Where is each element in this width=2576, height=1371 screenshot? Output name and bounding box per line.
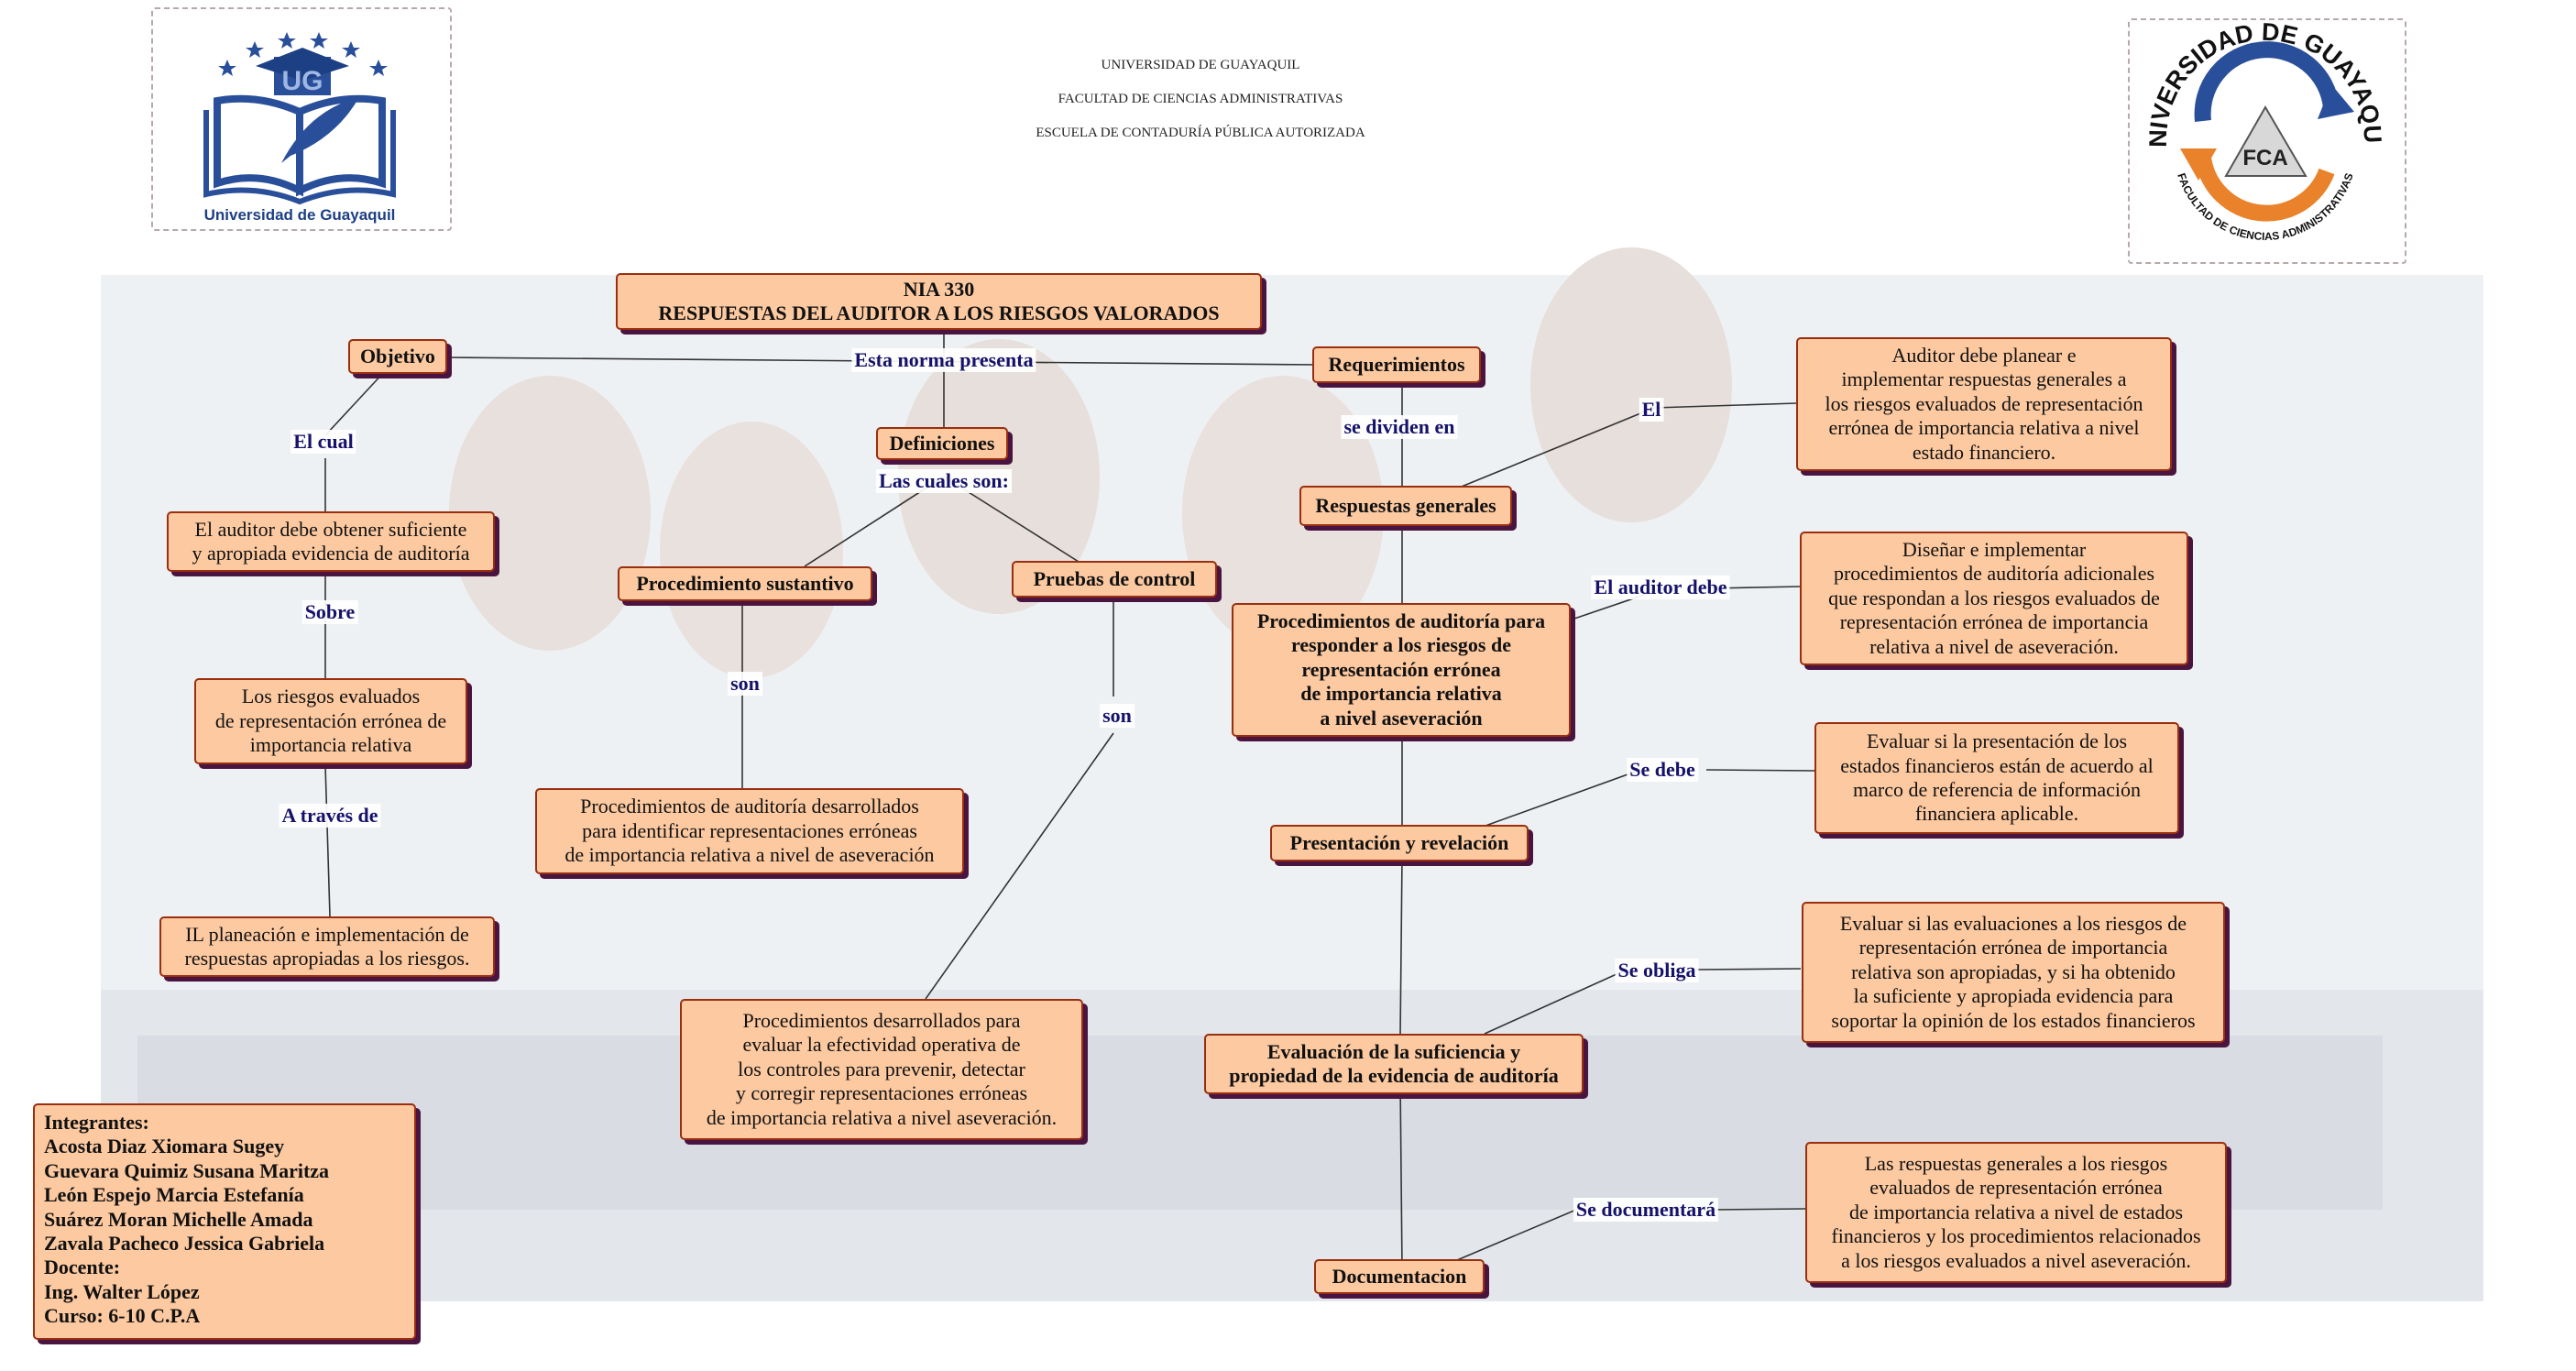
university-logo: UG Universidad de Guayaquil: [151, 7, 452, 231]
node-presentacion-desc: Evaluar si la presentación de los estado…: [1814, 722, 2179, 834]
label-se-debe: Se debe: [1627, 758, 1698, 782]
header-faculty: FACULTAD DE CIENCIAS ADMINISTRATIVAS: [1058, 92, 1343, 106]
label-se-dividen-en: se dividen en: [1341, 415, 1458, 439]
node-objetivo: Objetivo: [348, 339, 447, 374]
node-planeacion: IL planeación e implementación de respue…: [159, 916, 495, 977]
svg-text:Universidad de Guayaquil: Universidad de Guayaquil: [204, 206, 396, 224]
node-respuestas-generales-desc: Auditor debe planear e implementar respu…: [1796, 337, 2172, 471]
label-a-traves-de: A través de: [279, 804, 381, 828]
label-se-documentara: Se documentará: [1573, 1198, 1719, 1222]
node-definiciones: Definiciones: [876, 427, 1008, 460]
node-procedimientos-auditoria-desc: Diseñar e implementar procedimientos de …: [1800, 532, 2188, 665]
book-quill-icon: UG Universidad de Guayaquil: [203, 32, 396, 224]
faculty-logo: FCA UNIVERSIDAD DE GUAYAQUIL FACULTAD DE…: [2121, 0, 2406, 264]
node-procedimiento-sustantivo-def: Procedimientos de auditoría desarrollado…: [535, 788, 964, 874]
label-sobre: Sobre: [301, 600, 358, 624]
label-son-control: son: [1100, 704, 1135, 728]
node-evaluacion-desc: Evaluar si las evaluaciones a los riesgo…: [1802, 902, 2225, 1043]
node-documentacion: Documentacion: [1314, 1259, 1485, 1294]
header-university: UNIVERSIDAD DE GUAYAQUIL: [1101, 58, 1300, 72]
node-procedimientos-auditoria: Procedimientos de auditoría para respond…: [1232, 603, 1571, 737]
node-procedimiento-sustantivo: Procedimiento sustantivo: [618, 566, 872, 601]
svg-text:FCA: FCA: [2242, 146, 2287, 170]
node-respuestas-generales: Respuestas generales: [1299, 486, 1512, 526]
svg-text:UG: UG: [282, 66, 323, 96]
label-el: El: [1639, 398, 1664, 422]
node-requerimientos: Requerimientos: [1312, 346, 1481, 383]
node-evaluacion-evidencia: Evaluación de la suficiencia y propiedad…: [1204, 1034, 1584, 1094]
label-las-cuales-son: Las cuales son:: [876, 469, 1012, 493]
label-el-auditor-debe: El auditor debe: [1591, 576, 1730, 599]
team-members-box: Integrantes: Acosta Diaz Xiomara Sugey G…: [33, 1103, 416, 1340]
header-school: ESCUELA DE CONTADURÍA PÚBLICA AUTORIZADA: [1036, 126, 1365, 140]
node-pruebas-control: Pruebas de control: [1012, 561, 1217, 598]
node-pruebas-control-def: Procedimientos desarrollados para evalua…: [680, 999, 1083, 1140]
title-line2: RESPUESTAS DEL AUDITOR A LOS RIESGOS VAL…: [658, 302, 1220, 324]
node-documentacion-desc: Las respuestas generales a los riesgos e…: [1805, 1142, 2227, 1283]
title-line1: NIA 330: [903, 277, 975, 301]
node-riesgos-evaluados: Los riesgos evaluados de representación …: [194, 678, 467, 764]
fca-emblem-icon: FCA UNIVERSIDAD DE GUAYAQUIL FACULTAD DE…: [2121, 0, 2386, 243]
label-son-sustantivo: son: [728, 672, 762, 696]
label-el-cual: El cual: [290, 430, 356, 454]
node-presentacion-revelacion: Presentación y revelación: [1270, 825, 1529, 861]
label-se-obliga: Se obliga: [1615, 959, 1699, 982]
label-esta-norma-presenta: Esta norma presenta: [851, 348, 1036, 372]
title-node: NIA 330 RESPUESTAS DEL AUDITOR A LOS RIE…: [616, 273, 1262, 330]
node-obtener-evidencia: El auditor debe obtener suficiente y apr…: [167, 511, 495, 572]
